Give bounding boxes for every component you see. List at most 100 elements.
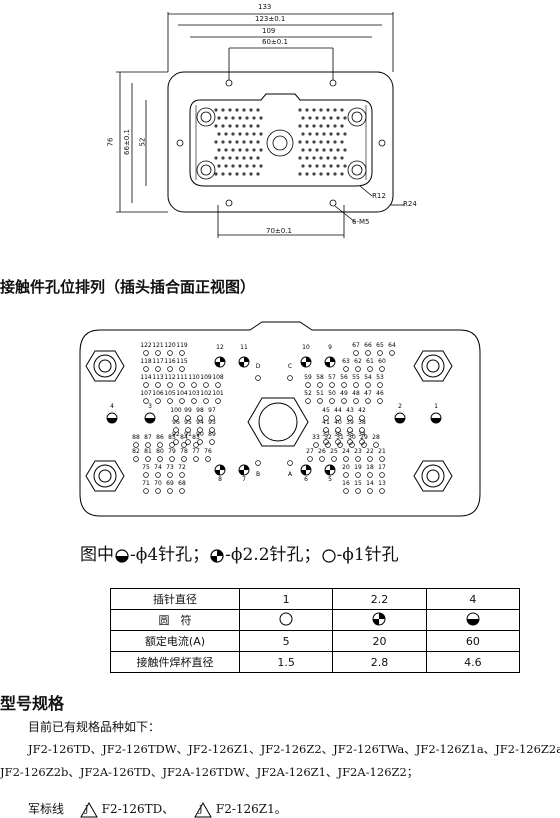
table-row: 插针直径 1 2.2 4 (110, 588, 521, 610)
pin-hole-1mm (167, 398, 173, 404)
pin-label: 35 (346, 431, 354, 438)
pin-hole-1mm (173, 439, 179, 445)
pin-label: 66 (364, 342, 372, 349)
pin-label: 27 (306, 448, 314, 455)
pin-1mm-symbol-icon (321, 548, 336, 563)
pin-hole-1mm (379, 456, 385, 462)
pin-hole-1mm (365, 350, 371, 356)
table-cell (332, 609, 427, 631)
pin-hole-1mm (155, 382, 161, 388)
pin-label: 69 (166, 480, 174, 487)
pin-label: 105 (164, 390, 176, 397)
legend-item-1mm: -ϕ1针孔 (336, 545, 399, 565)
table-cell (238, 609, 334, 631)
pin-label: 92 (172, 431, 180, 438)
pin-hole-1mm (379, 488, 385, 494)
pin-label: 21 (378, 448, 386, 455)
dim-m5: 6-M5 (352, 218, 370, 226)
pin-label: 120 (164, 342, 176, 349)
pin-hole-1mm (355, 366, 361, 372)
pin-hole-1mm (209, 439, 215, 445)
pin-label: 99 (184, 407, 192, 414)
military-standard-line: 军标线 J F2-126TD、 J F2-126Z1。 (28, 800, 287, 818)
pin-hole-fill (145, 418, 155, 423)
pin-hole-1mm (181, 456, 187, 462)
pin-label: 58 (316, 374, 324, 381)
table-cell: 4.6 (425, 651, 521, 673)
legend-line: 图中-ϕ4针孔；-ϕ2.2针孔；-ϕ1针孔 (80, 540, 399, 565)
pin-hole-1mm (367, 456, 373, 462)
dim-70: 70±0.1 (266, 227, 292, 235)
pin-hole-1mm (209, 427, 215, 433)
pin-label: 83 (192, 434, 200, 441)
pin-hole-1mm (155, 366, 161, 372)
pin-4mm-symbol-icon (466, 612, 480, 625)
pin-label: 98 (196, 407, 204, 414)
pin-label: 16 (342, 480, 350, 487)
military-label: 军标线 (28, 802, 65, 816)
pin-hole-1mm (167, 488, 173, 494)
pin-label: 40 (334, 419, 342, 426)
pin-hole-1mm (379, 472, 385, 478)
pin-hole-fill (395, 418, 405, 423)
pin-label: 7 (242, 476, 246, 483)
pin-label: 119 (176, 342, 188, 349)
pin-hole-1mm (185, 427, 191, 433)
pin-label: 60 (378, 358, 386, 365)
table-cell: 1.5 (238, 651, 334, 673)
pin-label: 15 (354, 480, 362, 487)
pin-hole-1mm (179, 488, 185, 494)
pin-label: 23 (354, 448, 362, 455)
pin-label: 103 (188, 390, 200, 397)
dim-109: 109 (262, 27, 276, 35)
pin-hole-1mm (367, 472, 373, 478)
pin-label: 102 (200, 390, 212, 397)
pin-hole-1mm (173, 427, 179, 433)
models-line-2: JF2-126Z2b、JF2A-126TD、JF2A-126TDW、JF2A-1… (0, 765, 419, 779)
pin-label: 28 (372, 434, 380, 441)
pin-label: 90 (196, 431, 204, 438)
table-row: 圆 符 (110, 609, 521, 631)
pin-label: 33 (312, 434, 320, 441)
pin-label: 63 (342, 358, 350, 365)
pin-hole-1mm (143, 382, 149, 388)
pin-label: 45 (322, 407, 330, 414)
pin-label: 118 (140, 358, 152, 365)
pin-hole-1mm (349, 442, 355, 448)
pin-label: 48 (352, 390, 360, 397)
pin-hole-1mm (323, 427, 329, 433)
table-cell (425, 609, 521, 631)
pin-label: 65 (376, 342, 384, 349)
pin-hole-1mm (157, 456, 163, 462)
pin-hole-1mm (181, 442, 187, 448)
pin-label: 38 (358, 419, 366, 426)
pin-hole-1mm (343, 366, 349, 372)
pin-hole-1mm (323, 415, 329, 421)
pin-hole-1mm (143, 398, 149, 404)
pin-label: 36 (334, 431, 342, 438)
pin-hole-1mm (155, 472, 161, 478)
pin-label: 26 (318, 448, 326, 455)
pin-label: 71 (142, 480, 150, 487)
military-item-2: F2-126Z1。 (215, 802, 287, 816)
pin-label: 53 (376, 374, 384, 381)
pin-label: 50 (328, 390, 336, 397)
pin-label: 61 (366, 358, 374, 365)
pin-hole-1mm (155, 488, 161, 494)
military-mark-icon: J (194, 801, 212, 818)
pin-hole-1mm (173, 415, 179, 421)
pin-label: 100 (170, 407, 182, 414)
pin-hole-fill (107, 418, 117, 423)
pin-label: 64 (388, 342, 396, 349)
pin-hole-1mm (167, 382, 173, 388)
section-title-pin-arrangement: 接触件孔位排列（插头插合面正视图） (0, 278, 256, 296)
pin-hole-1mm (185, 439, 191, 445)
pin-hole-1mm (335, 427, 341, 433)
models-line-1: JF2-126TD、JF2-126TDW、JF2-126Z1、JF2-126Z2… (28, 742, 560, 756)
pin-hole-1mm (341, 398, 347, 404)
pin-hole-1mm (347, 427, 353, 433)
pin-hole-1mm (145, 456, 151, 462)
pin-hole-1mm (179, 398, 185, 404)
pin-hole-fill (431, 418, 441, 423)
